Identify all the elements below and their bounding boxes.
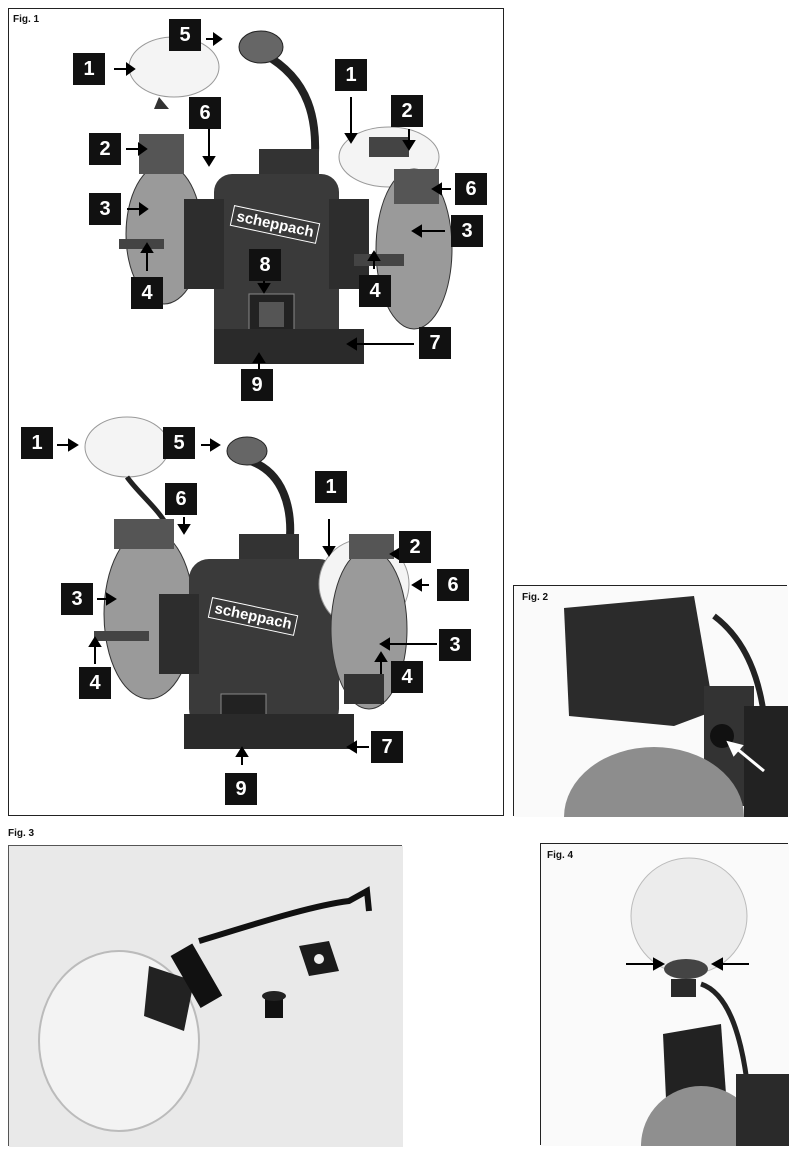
badge-top-8: 8 <box>249 249 281 281</box>
badge-top-9: 9 <box>241 369 273 401</box>
badge-bottom-4b: 4 <box>391 661 423 693</box>
fig3-photo <box>9 846 403 1147</box>
badge-bottom-2: 2 <box>399 531 431 563</box>
grinder-bottom-illustration <box>57 416 437 765</box>
badge-top-6b: 6 <box>455 173 487 205</box>
badge-top-7: 7 <box>419 327 451 359</box>
fig4-label: Fig. 4 <box>547 850 574 861</box>
fig4-panel: Fig. 4 <box>540 843 789 1146</box>
badge-top-6a: 6 <box>189 97 221 129</box>
badge-bottom-6b: 6 <box>437 569 469 601</box>
fig3-panel <box>8 845 403 1147</box>
badge-bottom-5: 5 <box>163 427 195 459</box>
badge-bottom-4a: 4 <box>79 667 111 699</box>
fig1-panel: Fig. 1 <box>8 8 504 816</box>
fig2-label: Fig. 2 <box>522 592 549 603</box>
badge-top-3a: 3 <box>89 193 121 225</box>
badge-bottom-3a: 3 <box>61 583 93 615</box>
fig3-label: Fig. 3 <box>8 828 35 839</box>
fig4-photo <box>541 844 789 1146</box>
fig1-label: Fig. 1 <box>13 14 40 25</box>
badge-top-2a: 2 <box>89 133 121 165</box>
badge-top-5: 5 <box>169 19 201 51</box>
fig2-photo <box>514 586 788 817</box>
badge-bottom-1a: 1 <box>21 427 53 459</box>
badge-bottom-7: 7 <box>371 731 403 763</box>
badge-top-3b: 3 <box>451 215 483 247</box>
badge-bottom-9: 9 <box>225 773 257 805</box>
badge-bottom-6a: 6 <box>165 483 197 515</box>
badge-bottom-1b: 1 <box>315 471 347 503</box>
fig2-panel: Fig. 2 <box>513 585 788 817</box>
badge-top-4b: 4 <box>359 275 391 307</box>
badge-top-1a: 1 <box>73 53 105 85</box>
badge-bottom-3b: 3 <box>439 629 471 661</box>
badge-top-4a: 4 <box>131 277 163 309</box>
badge-top-2b: 2 <box>391 95 423 127</box>
badge-top-1b: 1 <box>335 59 367 91</box>
